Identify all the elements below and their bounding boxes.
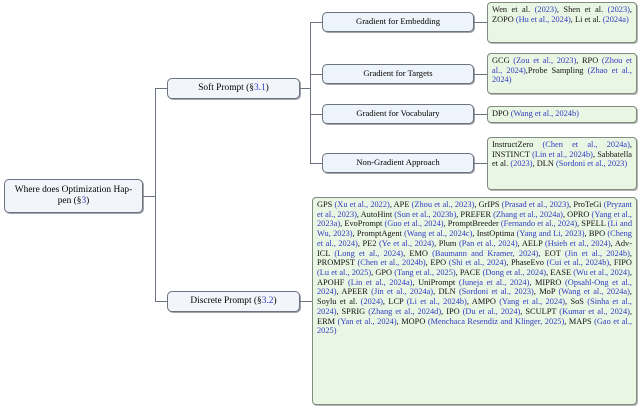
edge-non-gradient-to-citations [474, 163, 487, 164]
node-non-gradient-approach[interactable]: Non-Gradient Approach [322, 153, 474, 173]
node-non-gradient-approach-label: Non-Gradient Approach [356, 157, 440, 168]
edge-discrete-prompt-to-citations [300, 301, 312, 302]
edge-gradient-targets-to-citations [474, 74, 487, 75]
discrete-prompt-section-number: 3.2 [261, 296, 274, 307]
citations-gradient-for-vocabulary: DPO (Wang et al., 2024b) [487, 106, 637, 123]
edge-soft-to-gradient-embedding [310, 22, 322, 23]
edge-root-spine [155, 88, 156, 301]
citations-gradient-for-targets-text: GCG (Zou et al., 2023), RPO (Zhou et al.… [492, 56, 633, 85]
soft-prompt-section-number: 3.1 [253, 83, 266, 94]
node-gradient-for-vocabulary-label: Gradient for Vocabulary [356, 108, 440, 119]
citations-non-gradient-approach-text: InstructZero (Chen et al., 2024a), INSTI… [492, 140, 632, 169]
edge-gradient-embedding-to-citations [474, 22, 487, 23]
root-section-number: 3 [81, 196, 87, 206]
citations-gradient-for-vocabulary-text: DPO (Wang et al., 2024b) [492, 109, 579, 118]
citations-gradient-for-targets: GCG (Zou et al., 2023), RPO (Zhou et al.… [487, 53, 637, 94]
edge-soft-to-gradient-vocabulary [310, 114, 322, 115]
edge-soft-prompt-stub [300, 88, 310, 89]
citations-discrete-prompt-text: GPS (Xu et al., 2022), APE (Zhou et al.,… [317, 200, 633, 336]
citations-gradient-for-embedding-text: Wen et al. (2023), Shen et al. (2023), Z… [492, 5, 633, 24]
node-soft-prompt[interactable]: Soft Prompt (§3.1) [167, 78, 300, 99]
edge-soft-prompt-spine [310, 22, 311, 163]
edge-soft-to-gradient-targets [310, 74, 322, 75]
edge-gradient-vocabulary-to-citations [474, 114, 487, 115]
citations-discrete-prompt: GPS (Xu et al., 2022), APE (Zhou et al.,… [312, 197, 637, 405]
node-discrete-prompt-label: Discrete Prompt (§3.2) [190, 296, 277, 307]
citations-non-gradient-approach: InstructZero (Chen et al., 2024a), INSTI… [487, 137, 637, 190]
node-gradient-for-vocabulary[interactable]: Gradient for Vocabulary [322, 104, 474, 124]
node-gradient-for-targets-label: Gradient for Targets [363, 68, 433, 79]
edge-root-stub [143, 196, 155, 197]
node-gradient-for-embedding[interactable]: Gradient for Embedding [322, 12, 474, 32]
node-gradient-for-embedding-label: Gradient for Embedding [355, 16, 440, 27]
root-node-where-does-optimization-happen[interactable]: Where does Optimization Hap-pen (§3) [4, 179, 143, 213]
edge-root-to-soft-prompt [155, 88, 167, 89]
root-node-label: Where does Optimization Hap-pen (§3) [14, 185, 133, 206]
citations-gradient-for-embedding: Wen et al. (2023), Shen et al. (2023), Z… [487, 2, 637, 43]
node-soft-prompt-label: Soft Prompt (§3.1) [198, 83, 269, 94]
edge-root-to-discrete-prompt [155, 301, 167, 302]
node-discrete-prompt[interactable]: Discrete Prompt (§3.2) [167, 291, 300, 312]
edge-soft-to-non-gradient [310, 163, 322, 164]
node-gradient-for-targets[interactable]: Gradient for Targets [322, 64, 474, 84]
